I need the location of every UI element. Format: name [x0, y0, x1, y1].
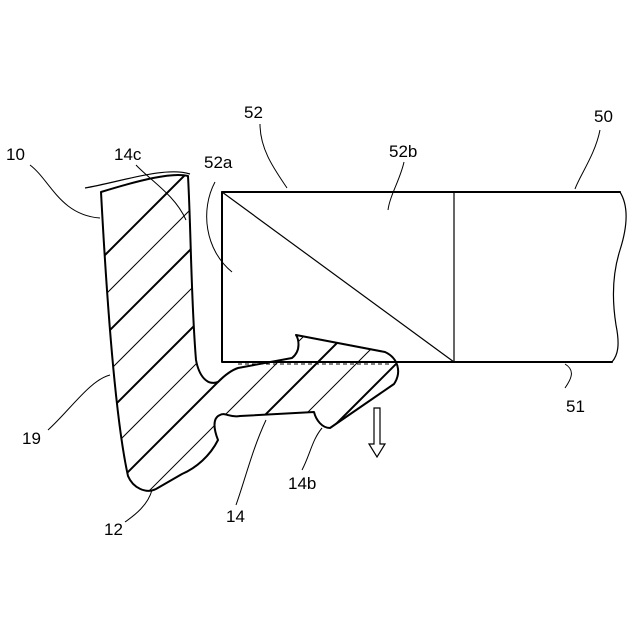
label-52: 52	[244, 103, 263, 122]
label-50: 50	[594, 107, 613, 126]
label-14c: 14c	[114, 145, 142, 164]
label-12: 12	[104, 520, 123, 539]
down-arrow-icon	[369, 408, 385, 457]
label-14b: 14b	[288, 474, 316, 493]
seal-12	[60, 100, 540, 600]
member-50	[222, 192, 626, 362]
leader-lines	[30, 124, 600, 522]
label-51: 51	[566, 397, 585, 416]
label-14: 14	[226, 507, 245, 526]
diagonal-52b	[222, 192, 454, 362]
label-19: 19	[22, 429, 41, 448]
label-52b: 52b	[389, 142, 417, 161]
hatch-lines	[60, 100, 540, 600]
reference-labels: 10 14c 52a 52 52b 50 51 19 14b 12 14	[6, 103, 613, 539]
label-10: 10	[6, 145, 25, 164]
label-52a: 52a	[204, 153, 233, 172]
